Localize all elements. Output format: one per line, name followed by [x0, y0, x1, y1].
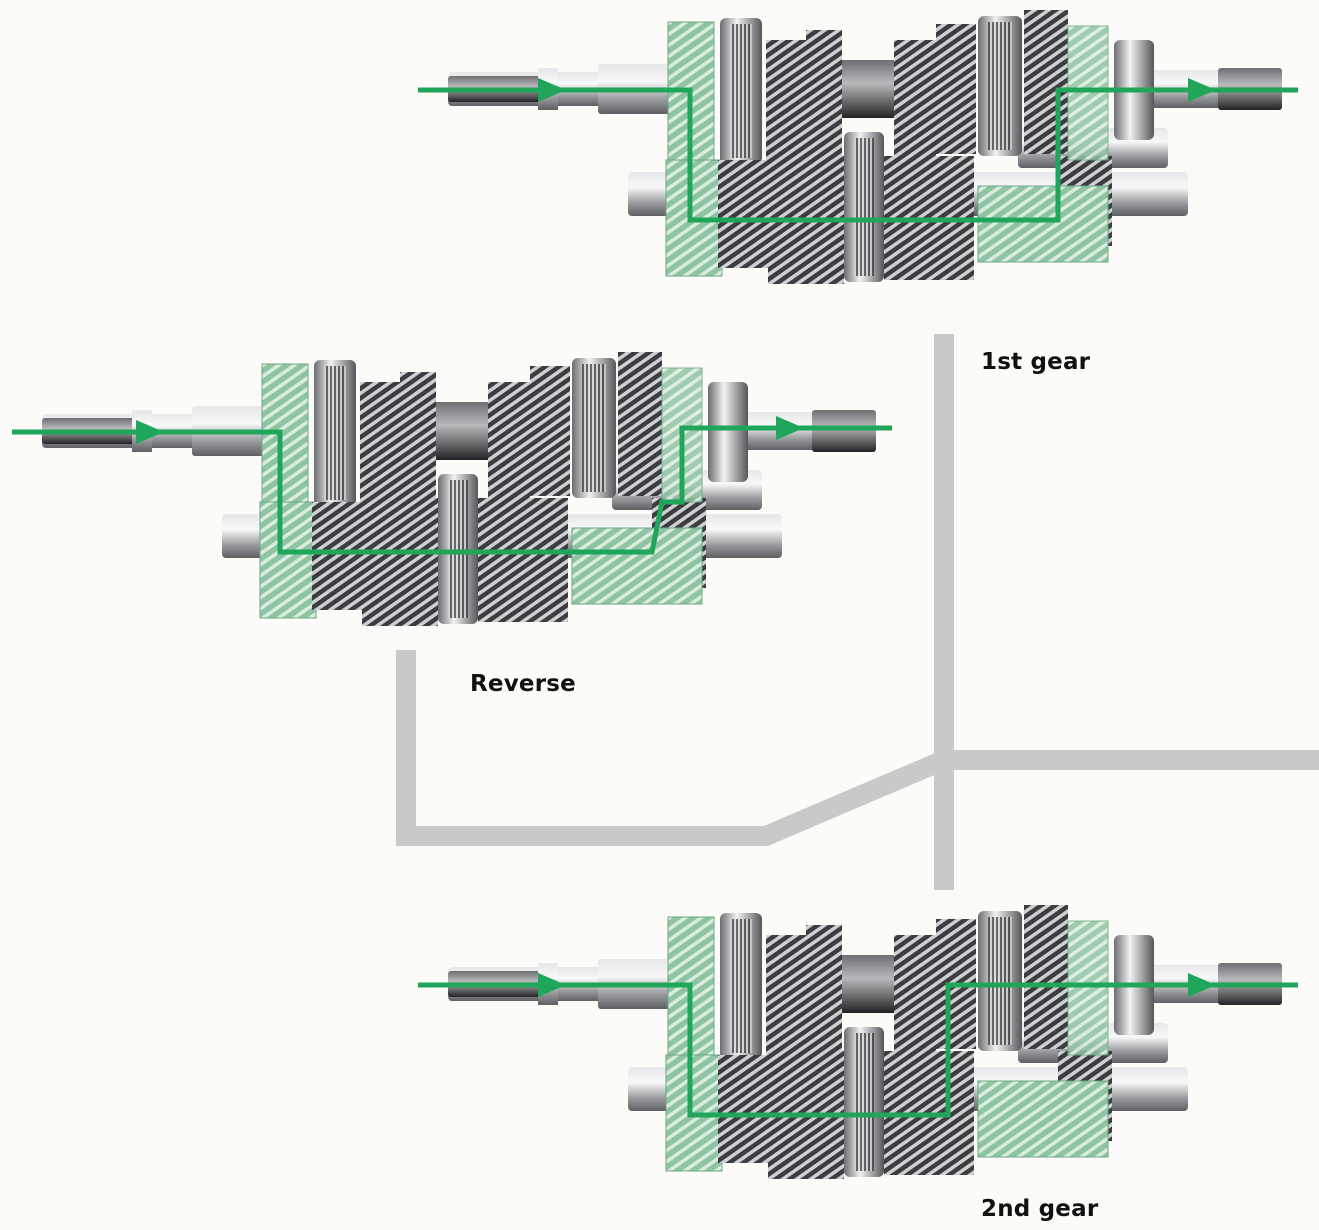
gearbox-1st-gear [418, 9, 1298, 285]
label-1st-gear: 1st gear [981, 349, 1091, 375]
shift-gate [396, 334, 1319, 890]
gearbox-2nd-gear [418, 904, 1298, 1180]
label-2nd-gear: 2nd gear [981, 1196, 1099, 1222]
label-reverse: Reverse [470, 671, 576, 697]
shift-gate-reverse-lane [396, 650, 948, 846]
gearbox-reverse [12, 351, 892, 627]
